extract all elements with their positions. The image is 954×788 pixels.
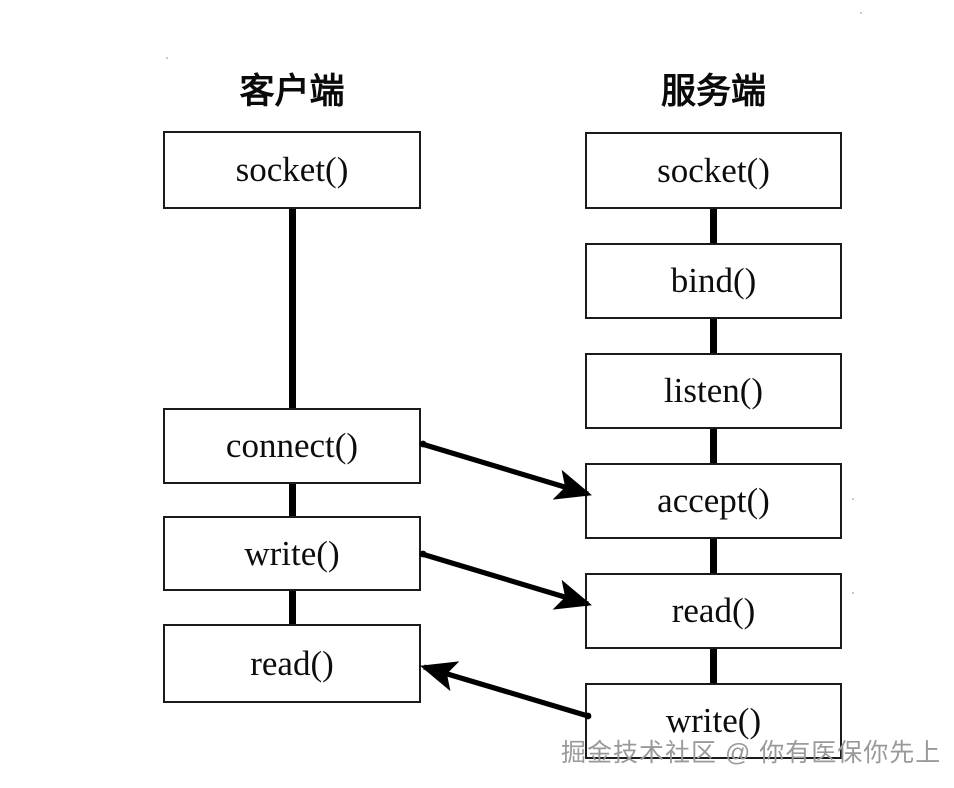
node-client-socket[interactable]: socket() <box>163 131 421 209</box>
node-label: accept() <box>657 481 770 520</box>
column-title-server: 服务端 <box>660 72 766 111</box>
node-client-connect[interactable]: connect() <box>163 408 421 484</box>
arrow-connect-to-accept <box>421 441 592 500</box>
node-label: read() <box>250 643 334 683</box>
client-connector <box>289 483 296 517</box>
client-connector <box>289 590 296 625</box>
node-server-socket[interactable]: socket() <box>585 132 842 209</box>
node-server-accept[interactable]: accept() <box>585 463 842 539</box>
scan-speck <box>860 12 862 14</box>
node-server-listen[interactable]: listen() <box>585 353 842 429</box>
node-server-write[interactable]: write() <box>585 683 842 759</box>
node-client-read[interactable]: read() <box>163 624 421 703</box>
server-connector <box>710 538 717 574</box>
node-label: socket() <box>657 150 770 190</box>
column-title-client: 客户端 <box>239 72 345 111</box>
scan-speck <box>166 57 168 59</box>
node-server-bind[interactable]: bind() <box>585 243 842 319</box>
scan-speck <box>852 498 854 500</box>
watermark-text: 掘金技术社区 @ 你有医保你先上 <box>561 739 942 767</box>
client-connector <box>289 208 296 409</box>
node-server-read[interactable]: read() <box>585 573 842 649</box>
arrow-server-write-to-client-read <box>420 661 589 719</box>
server-connector <box>710 318 717 354</box>
node-label: connect() <box>225 426 359 465</box>
node-label: listen() <box>663 371 764 410</box>
node-label: write() <box>665 701 762 740</box>
node-client-write[interactable]: write() <box>163 516 421 591</box>
server-connector <box>710 428 717 464</box>
node-label: socket() <box>235 150 349 189</box>
server-connector <box>710 648 717 684</box>
server-connector <box>710 208 717 244</box>
node-label: read() <box>671 591 756 630</box>
scan-speck <box>852 592 854 594</box>
node-label: write() <box>244 533 340 573</box>
arrow-write-to-read <box>421 551 592 610</box>
node-label: bind() <box>670 261 757 300</box>
